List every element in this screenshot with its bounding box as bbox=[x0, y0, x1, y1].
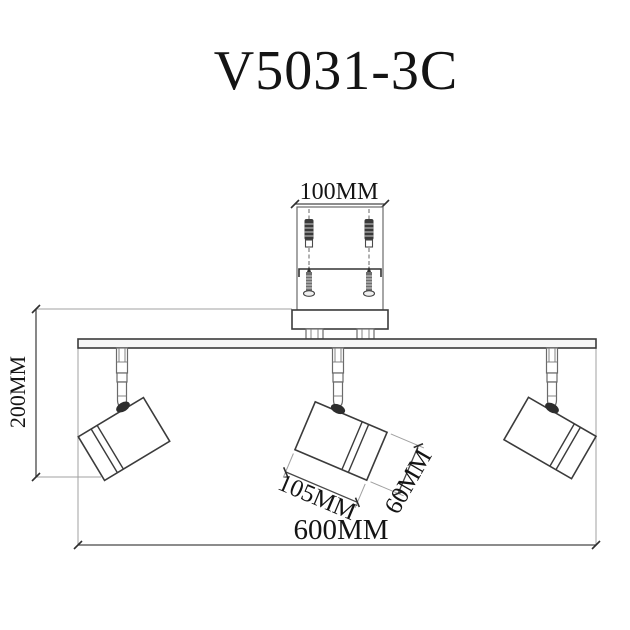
mounting-bracket bbox=[298, 268, 382, 277]
spotlight-stem-right bbox=[545, 347, 559, 414]
dim-head-diameter-label: 60MM bbox=[380, 445, 438, 519]
page-title: V5031-3C bbox=[214, 40, 458, 102]
dim-bar-length-label: 600MM bbox=[293, 514, 388, 546]
dim-mount-width-label: 100MM bbox=[300, 179, 379, 205]
mounting-screw-left bbox=[302, 266, 316, 297]
dim-head-length-line bbox=[285, 471, 358, 503]
canopy bbox=[291, 309, 389, 330]
extension-lines bbox=[36, 308, 597, 545]
dim-head-diameter-line bbox=[397, 445, 419, 494]
dim-height: 200MM bbox=[5, 304, 41, 482]
spotlight-head-left bbox=[77, 396, 171, 482]
pivot-knuckle-left bbox=[116, 401, 130, 413]
dim-bar-length: 600MM bbox=[73, 514, 601, 550]
spotlight-stem-center bbox=[330, 347, 346, 415]
spotlight-head-right bbox=[502, 396, 598, 480]
wall-anchor-left bbox=[304, 219, 314, 248]
pivot-knuckle-center bbox=[330, 403, 346, 415]
canopy-foot-right bbox=[356, 328, 375, 340]
canopy-foot-left bbox=[305, 328, 324, 340]
mounting-screw-right bbox=[362, 266, 376, 297]
spotlight-stem-left bbox=[115, 347, 130, 413]
dim-height-label: 200MM bbox=[5, 356, 30, 428]
spotlight-head-center bbox=[293, 400, 389, 482]
mounting-bar bbox=[77, 338, 597, 349]
ceiling-mount-assembly: 100MM bbox=[290, 179, 390, 340]
pivot-knuckle-right bbox=[545, 402, 559, 414]
wall-anchor-right bbox=[364, 219, 374, 248]
